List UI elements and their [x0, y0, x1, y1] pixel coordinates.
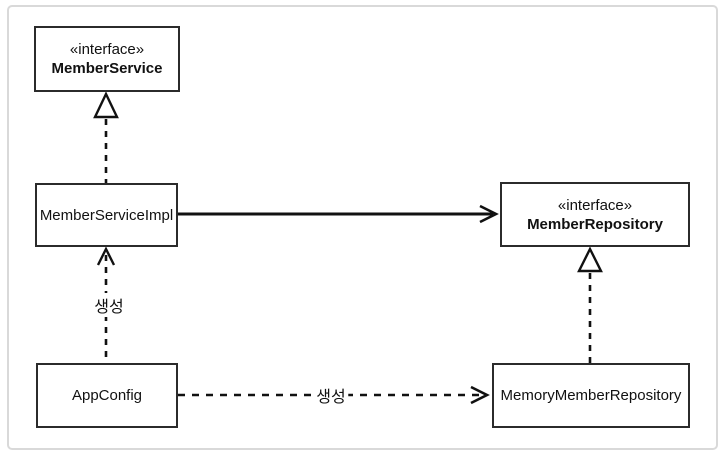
open-arrowhead-repository	[479, 204, 499, 224]
class-name: MemberRepository	[527, 215, 663, 233]
open-arrowhead-memory	[470, 385, 490, 405]
class-box-member-service: «interface» MemberService	[34, 26, 180, 92]
stereotype-label: «interface»	[69, 41, 145, 58]
class-name: MemberService	[51, 60, 163, 77]
hollow-triangle-arrowhead-service	[93, 91, 119, 119]
class-name: MemoryMemberRepository	[500, 387, 682, 404]
edge-label-create-memory: 생성	[313, 383, 349, 407]
class-box-app-config: AppConfig	[36, 363, 178, 428]
class-box-member-repository: «interface» MemberRepository	[500, 182, 690, 247]
hollow-triangle-arrowhead-repository	[577, 246, 603, 273]
open-arrowhead-impl	[96, 246, 116, 266]
class-name: MemberServiceImpl	[39, 206, 174, 224]
edge-label-create-impl: 생성	[91, 293, 127, 317]
class-box-memory-member-repository: MemoryMemberRepository	[492, 363, 690, 428]
class-box-member-service-impl: MemberServiceImpl	[35, 183, 178, 247]
stereotype-label: «interface»	[557, 196, 633, 214]
class-name: AppConfig	[71, 387, 143, 404]
